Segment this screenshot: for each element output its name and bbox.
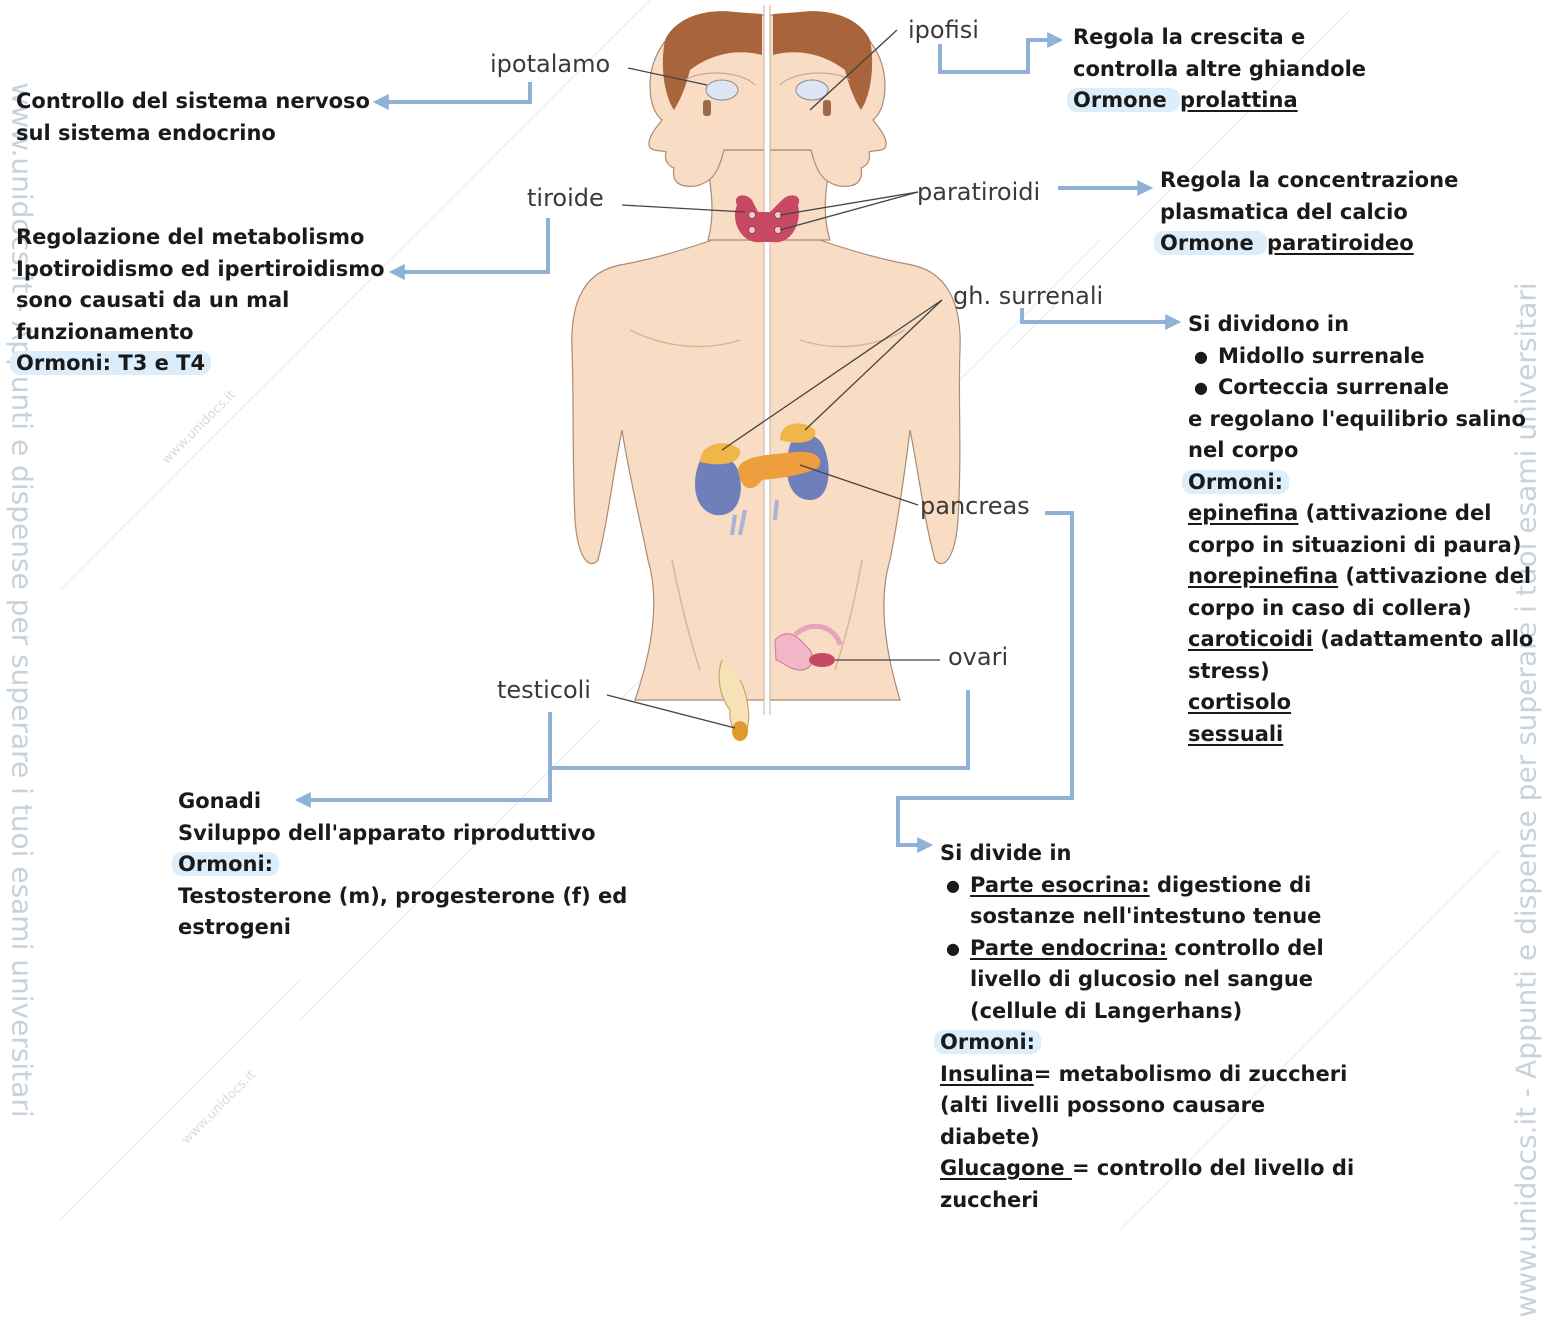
hormone-name: caroticoidi xyxy=(1188,627,1313,651)
note-line: nel corpo xyxy=(1188,435,1533,467)
label-ipotalamo: ipotalamo xyxy=(490,52,610,76)
note-gonadi: Gonadi Sviluppo dell'apparato riprodutti… xyxy=(178,786,627,944)
part-desc: controllo del xyxy=(1167,936,1324,960)
label-surrenali: gh. surrenali xyxy=(953,284,1103,308)
note-line: corpo in situazioni di paura) xyxy=(1188,530,1533,562)
note-ipotalamo: Controllo del sistema nervoso sul sistem… xyxy=(16,86,370,149)
note-line: diabete) xyxy=(940,1122,1354,1154)
label-ovari: ovari xyxy=(948,645,1008,669)
label-testicoli: testicoli xyxy=(497,678,591,702)
note-line: Regola la concentrazione xyxy=(1160,165,1458,197)
part-desc: livello di glucosio nel sangue xyxy=(970,967,1313,991)
list-item: Midollo surrenale xyxy=(1188,341,1533,373)
part-desc: (cellule di Langerhans) xyxy=(970,999,1242,1023)
note-line: stress) xyxy=(1188,656,1533,688)
note-line: corpo in caso di collera) xyxy=(1188,593,1533,625)
note-tiroide: Regolazione del metabolismo Ipotiroidism… xyxy=(16,222,385,380)
hormone-desc: (attivazione del xyxy=(1298,501,1491,525)
part-desc: digestione di xyxy=(1150,873,1312,897)
label-tiroide: tiroide xyxy=(527,186,604,210)
hormones-label: Ormoni: xyxy=(1182,470,1289,494)
label-paratiroidi: paratiroidi xyxy=(917,180,1040,204)
note-line: (alti livelli possono causare xyxy=(940,1090,1354,1122)
hormone-desc: = metabolismo di zuccheri xyxy=(1034,1062,1348,1086)
hormone-name: sessuali xyxy=(1188,722,1283,746)
note-line: sul sistema endocrino xyxy=(16,118,370,150)
note-line: sono causati da un mal xyxy=(16,285,385,317)
note-line: Controllo del sistema nervoso xyxy=(16,86,370,118)
hormones-label: Ormoni: xyxy=(934,1030,1041,1054)
hormone-desc: (adattamento allo xyxy=(1313,627,1533,651)
note-line: controlla altre ghiandole xyxy=(1073,54,1366,86)
hormone-prefix: Ormone xyxy=(1154,231,1267,255)
part-desc: sostanze nell'intestuno tenue xyxy=(970,904,1321,928)
note-surrenali: Si dividono in Midollo surrenale Cortecc… xyxy=(1188,309,1533,750)
hormone-name: prolattina xyxy=(1180,88,1298,112)
note-line: Si dividono in xyxy=(1188,309,1533,341)
note-ipofisi: Regola la crescita e controlla altre ghi… xyxy=(1073,22,1366,117)
hormone-name: cortisolo xyxy=(1188,690,1291,714)
hormone-prefix: Ormone xyxy=(1067,88,1180,112)
label-ipofisi: ipofisi xyxy=(908,18,979,42)
note-pancreas: Si divide in Parte esocrina: digestione … xyxy=(940,838,1354,1216)
hormones-label: Ormoni: xyxy=(172,852,279,876)
hormone-name: Insulina xyxy=(940,1062,1034,1086)
note-line: Si divide in xyxy=(940,838,1354,870)
note-line: estrogeni xyxy=(178,912,627,944)
note-line: e regolano l'equilibrio salino xyxy=(1188,404,1533,436)
note-line: Gonadi xyxy=(178,786,627,818)
human-body xyxy=(572,5,960,741)
note-line: Regolazione del metabolismo xyxy=(16,222,385,254)
note-line: Sviluppo dell'apparato riproduttivo xyxy=(178,818,627,850)
note-line: Ipotiroidismo ed ipertiroidismo xyxy=(16,254,385,286)
note-paratiroidi: Regola la concentrazione plasmatica del … xyxy=(1160,165,1458,260)
list-item: Parte endocrina: controllo del livello di… xyxy=(940,933,1354,1028)
note-line: Testosterone (m), progesterone (f) ed xyxy=(178,881,627,913)
list-item: Corteccia surrenale xyxy=(1188,372,1533,404)
hormone-name: norepinefina xyxy=(1188,564,1338,588)
hormone-desc: = controllo del livello di xyxy=(1072,1156,1354,1180)
surrenali-list: Midollo surrenale Corteccia surrenale xyxy=(1188,341,1533,404)
list-item: Parte esocrina: digestione di sostanze ne… xyxy=(940,870,1354,933)
note-line: zuccheri xyxy=(940,1185,1354,1217)
part-name: Parte endocrina: xyxy=(970,936,1167,960)
hormone-name: epinefina xyxy=(1188,501,1298,525)
hormones-line: Ormoni: T3 e T4 xyxy=(10,351,211,375)
pancreas-list: Parte esocrina: digestione di sostanze ne… xyxy=(940,870,1354,1028)
hormone-name: paratiroideo xyxy=(1267,231,1414,255)
label-pancreas: pancreas xyxy=(920,494,1030,518)
part-name: Parte esocrina: xyxy=(970,873,1150,897)
note-line: plasmatica del calcio xyxy=(1160,197,1458,229)
note-line: Regola la crescita e xyxy=(1073,22,1366,54)
note-line: funzionamento xyxy=(16,317,385,349)
hormone-name: Glucagone xyxy=(940,1156,1072,1180)
hormone-desc: (attivazione del xyxy=(1338,564,1531,588)
